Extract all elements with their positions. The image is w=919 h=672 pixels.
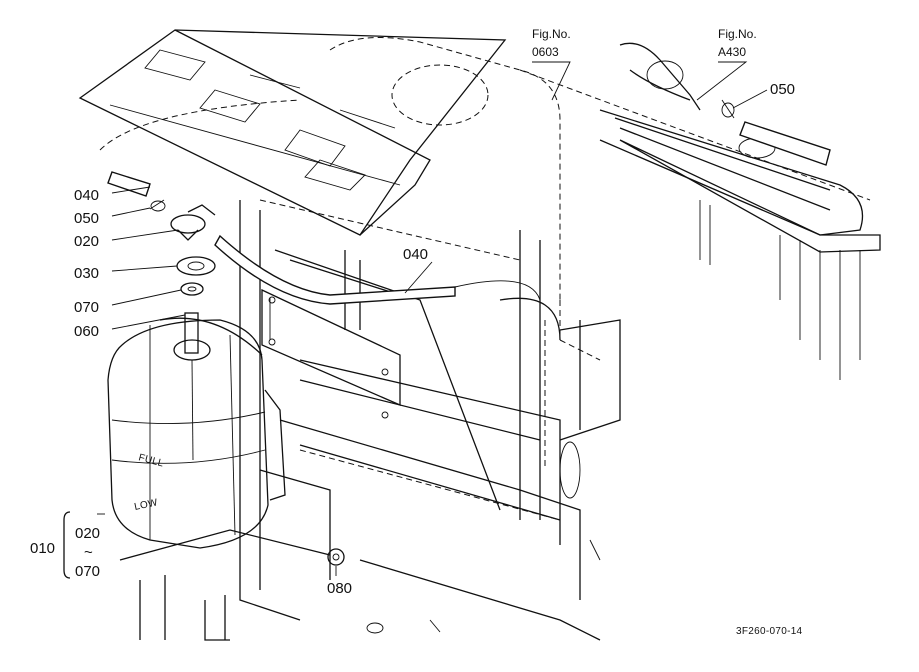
fig-ref-0603[interactable]: Fig.No. 0603 [532,27,571,59]
fig-ref-0603-title: Fig.No. [532,27,571,41]
tank-low-mark: LOW [133,497,159,513]
label-070-kit-end: 070 [75,563,100,580]
label-020-cap: 020 [74,233,99,250]
label-050-radiator-clamp: 050 [770,81,795,98]
hose-to-radiator [739,121,831,166]
upper-floor-plate [78,29,507,236]
kit-bracket [63,511,71,579]
leader-lines [97,61,768,576]
nut-080 [327,548,345,566]
packing-030 [176,256,216,276]
short-hose-040 [107,171,151,197]
fig-ref-a430[interactable]: Fig.No. A430 [718,27,757,59]
fig-ref-0603-number: 0603 [532,45,559,59]
hose-clamp-left [149,199,166,212]
tank-full-mark: FULL [137,452,165,469]
radiator [599,42,881,380]
tank-cap-020 [170,204,216,241]
label-020-kit-start: 020 [75,525,100,542]
label-010-tank: 010 [30,540,55,557]
label-040-short-hose: 040 [74,187,99,204]
tank-bracket [261,288,401,501]
washer-070 [180,282,204,296]
label-080-nut: 080 [327,580,352,597]
label-030-packing: 030 [74,265,99,282]
label-040-long-hose: 040 [403,246,428,263]
overflow-hose-long [214,234,541,305]
hose-clamp-right [721,99,735,119]
machine-frame [119,200,621,641]
diagram-code: 3F260-070-14 [736,626,803,637]
reserve-tank-010 [107,312,269,549]
label-060-pipe: 060 [74,323,99,340]
fig-ref-a430-number: A430 [718,45,746,59]
fig-ref-a430-title: Fig.No. [718,27,757,41]
label-050-clamp: 050 [74,210,99,227]
housing-hidden-outline [99,37,871,521]
label-070-washer: 070 [74,299,99,316]
label-kit-range: ~ [84,544,93,561]
